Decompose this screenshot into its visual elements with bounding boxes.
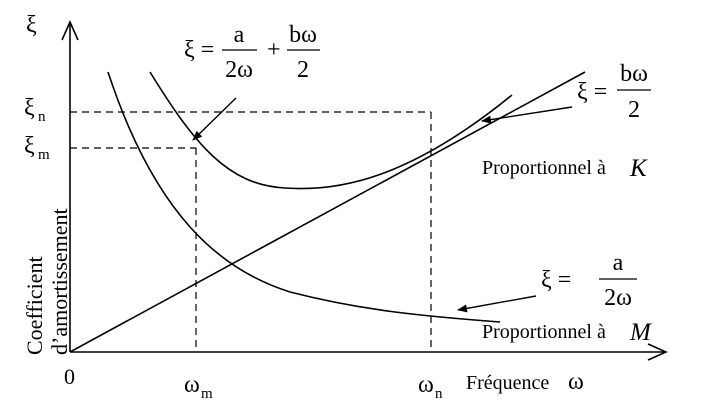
svg-text:Proportionnel à: Proportionnel à: [482, 321, 606, 343]
tick-xi-n: ξ n: [24, 95, 46, 125]
svg-text:a: a: [613, 250, 624, 276]
x-axis-label: Fréquence: [466, 372, 549, 394]
tick-omega-m: ω m: [184, 372, 213, 402]
svg-text:n: n: [435, 386, 443, 402]
svg-text:n: n: [38, 109, 46, 125]
formula-combined: ξ = a 2ω + bω 2: [184, 22, 320, 83]
svg-text:ω: ω: [418, 372, 434, 398]
y-axis-symbol: ξ: [26, 12, 37, 38]
curve-combined: [149, 71, 513, 190]
tick-omega-n: ω n: [418, 372, 443, 402]
svg-text:2: 2: [628, 97, 640, 123]
x-axis-symbol: ω: [568, 369, 584, 395]
curve-stiffness-proportional: [69, 71, 586, 353]
svg-text:bω: bω: [620, 61, 648, 87]
svg-text:ω: ω: [184, 372, 200, 398]
annotation-prop-m: Proportionnel à M: [482, 319, 652, 346]
svg-text:a: a: [234, 22, 245, 48]
arrow-to-stiffness: [481, 106, 573, 124]
y-axis-label: Coefficient d’amortissement: [22, 208, 72, 355]
svg-text:2ω: 2ω: [225, 57, 253, 83]
y-axis-arrowhead: [61, 20, 79, 41]
arrow-to-combined: [192, 97, 237, 141]
svg-text:ξ: ξ: [24, 95, 35, 121]
svg-text:2ω: 2ω: [604, 285, 632, 311]
annotation-prop-k: Proportionnel à K: [482, 155, 648, 182]
svg-text:K: K: [629, 155, 648, 182]
svg-text:ξ: ξ: [24, 133, 35, 159]
svg-text:ξ =: ξ =: [577, 79, 607, 105]
origin-label: 0: [64, 364, 75, 389]
svg-text:+: +: [267, 37, 281, 63]
svg-text:m: m: [38, 147, 50, 163]
formula-stiffness: ξ = bω 2: [577, 61, 651, 123]
svg-text:d’amortissement: d’amortissement: [47, 208, 72, 355]
svg-text:M: M: [629, 319, 652, 346]
svg-text:Proportionnel à: Proportionnel à: [482, 157, 606, 179]
curve-mass-proportional: [107, 71, 501, 323]
svg-text:bω: bω: [289, 22, 317, 48]
svg-text:m: m: [201, 386, 213, 402]
svg-text:ξ =: ξ =: [184, 37, 214, 63]
x-axis-arrowhead: [647, 343, 668, 361]
tick-xi-m: ξ m: [24, 133, 50, 163]
svg-text:ξ =: ξ =: [541, 267, 571, 293]
svg-text:2: 2: [297, 57, 309, 83]
formula-mass: ξ = a 2ω: [541, 250, 637, 311]
svg-text:Coefficient: Coefficient: [22, 256, 47, 355]
arrow-to-mass: [457, 295, 537, 313]
